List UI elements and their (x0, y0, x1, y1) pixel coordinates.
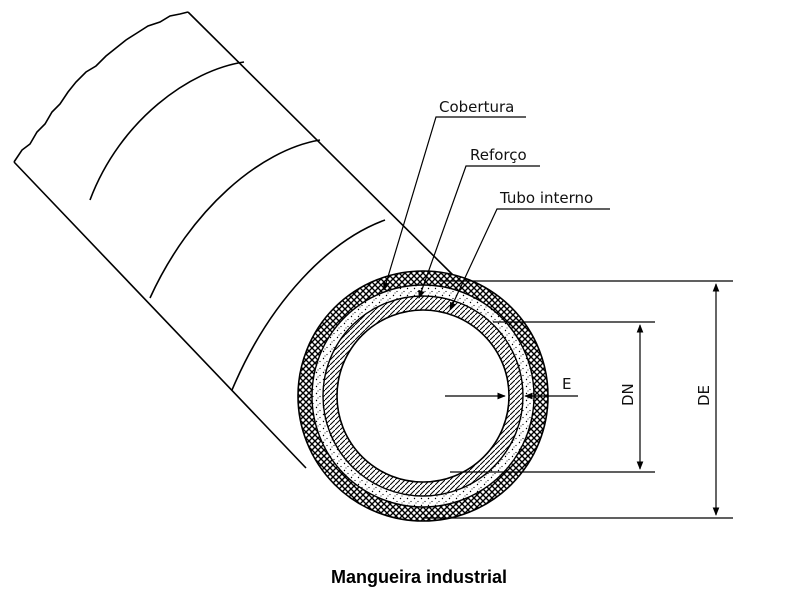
label-cover: Cobertura (439, 98, 514, 116)
spiral-line-2 (149, 139, 321, 299)
leader-inner-tube (449, 208, 610, 311)
hose-bottom-edge (13, 161, 307, 469)
hose-cross-section (297, 270, 549, 522)
hose-torn-end (13, 11, 189, 163)
label-inner-tube: Tubo interno (499, 189, 593, 207)
label-nominal-diameter: DN (619, 383, 637, 406)
layer-labels: Cobertura Reforço Tubo interno (382, 98, 610, 311)
label-reinforcement: Reforço (470, 146, 527, 164)
leader-reinforcement (418, 165, 540, 299)
label-outer-diameter: DE (695, 385, 713, 406)
leader-cover (382, 116, 526, 291)
figure-caption: Mangueira industrial (330, 567, 508, 587)
hose-body (13, 11, 461, 469)
nominal-diameter-dimension: DN (450, 321, 655, 473)
spiral-line-1 (89, 61, 245, 201)
outer-diameter-dimension: DE (423, 280, 733, 519)
spiral-line-3 (231, 219, 386, 391)
hose-diagram: Cobertura Reforço Tubo interno E DN DE (13, 11, 733, 522)
thickness-dimension: E (445, 375, 578, 400)
label-thickness: E (562, 375, 571, 393)
hose-top-edge (187, 11, 461, 283)
bore (336, 309, 510, 483)
